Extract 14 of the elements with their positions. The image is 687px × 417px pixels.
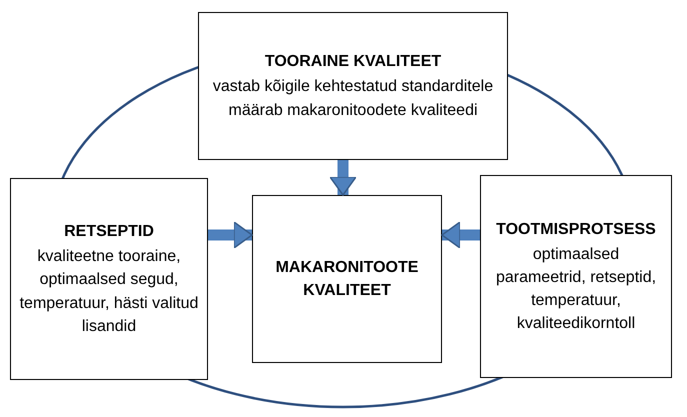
block-arrow <box>329 160 357 196</box>
box-text: kvaliteetne tooraine, optimaalsed segud, temperatuur, hästi valitud lisandid <box>19 247 199 337</box>
process-box <box>480 175 672 378</box>
box-heading: MAKARONITOOTE KVALITEET <box>274 258 420 301</box>
box-heading: RETSEPTID <box>64 222 154 242</box>
block-arrow <box>441 221 480 249</box>
box-heading: TOOTMISPROTSESS <box>496 220 656 240</box>
box-text: optimaalsed parameetrid, retseptid, temperatuur, kvaliteedikorntoll <box>494 244 658 334</box>
process-box <box>198 12 508 160</box>
box-text: vastab kõigile kehtestatud standarditele määrab makaronitoodete kvaliteedi <box>212 77 494 121</box>
block-arrow <box>208 221 253 249</box>
result-box <box>252 195 442 363</box>
process-box <box>10 178 208 380</box>
box-heading: TOORAINE KVALITEET <box>264 52 442 72</box>
